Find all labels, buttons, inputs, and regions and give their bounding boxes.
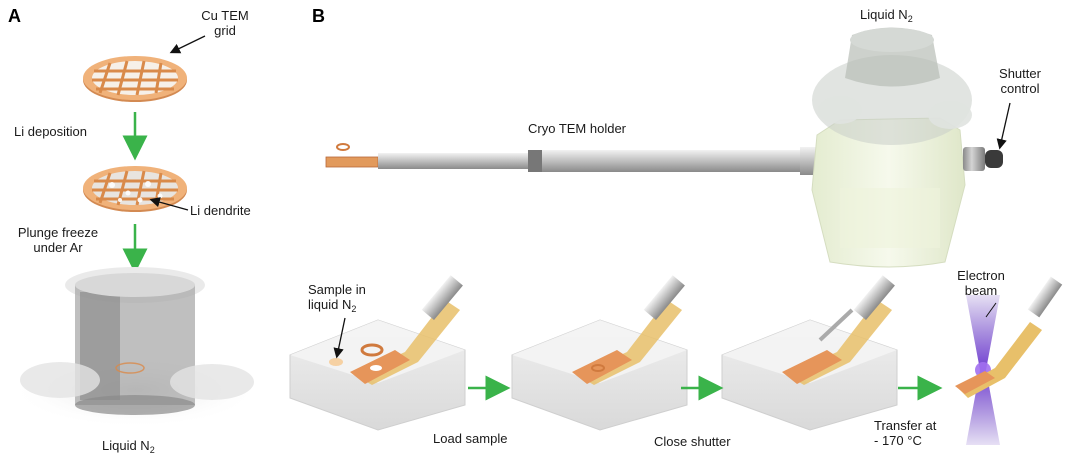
electron-line1: Electron (957, 268, 1005, 283)
shutter-control-label: Shutter control (985, 66, 1055, 96)
transfer-line1: Transfer at (874, 418, 937, 433)
cu-grid-label-line2: grid (214, 23, 236, 38)
electron-line2: beam (964, 283, 998, 298)
liquid-n2-label-b: Liquid N2 (860, 7, 913, 24)
plunge-freeze-label: Plunge freeze under Ar (8, 225, 108, 255)
li-dendrite-grid-icon (83, 166, 187, 212)
panel-a-letter: A (8, 6, 21, 26)
sample-line2-sub: 2 (351, 304, 357, 314)
liquid-n2-a-main: Liquid N (102, 438, 150, 453)
liquid-n2-b-main: Liquid N (860, 7, 908, 22)
cu-grid-pointer (169, 35, 206, 54)
shutter-line2: control (1000, 81, 1040, 96)
cu-grid-label-line1: Cu TEM (201, 8, 249, 23)
plunge-freeze-line1: Plunge freeze (17, 225, 99, 240)
step-close-shutter-box (511, 275, 688, 431)
transfer-line2: - 170 °C (874, 433, 922, 448)
sample-line1: Sample in (308, 282, 366, 297)
load-sample-label: Load sample (433, 431, 508, 446)
plunge-freeze-line2: under Ar (33, 240, 83, 255)
sample-pointer (333, 317, 346, 359)
electron-beam-label: Electron beam (946, 268, 1016, 298)
li-deposition-label: Li deposition (14, 124, 87, 139)
step-shutter-closed-box (721, 275, 898, 431)
sample-in-n2-label: Sample in liquid N2 (308, 282, 366, 314)
sample-line2-main: liquid N (308, 297, 352, 312)
close-shutter-label: Close shutter (654, 434, 731, 449)
sample-line2: liquid N2 (308, 297, 366, 314)
liquid-n2-a-sub: 2 (149, 445, 155, 455)
li-dendrite-label: Li dendrite (190, 203, 251, 218)
shutter-line1: Shutter (999, 66, 1041, 81)
cu-tem-grid-icon (83, 56, 187, 102)
shutter-pointer (996, 102, 1011, 150)
beam-pointer (985, 302, 997, 318)
transfer-holder-tip-icon (955, 276, 1063, 398)
liquid-n2-label-a: Liquid N2 (102, 438, 155, 455)
liquid-n2-dewar-icon (10, 267, 260, 428)
cryo-holder-label: Cryo TEM holder (528, 121, 627, 136)
transfer-label: Transfer at - 170 °C (874, 418, 936, 448)
liquid-n2-b-sub: 2 (907, 14, 913, 24)
cu-grid-label: Cu TEM grid (180, 8, 270, 38)
li-dendrite-pointer (149, 197, 189, 211)
panel-b-letter: B (312, 6, 325, 26)
cryo-tem-holder-icon (325, 27, 1003, 268)
